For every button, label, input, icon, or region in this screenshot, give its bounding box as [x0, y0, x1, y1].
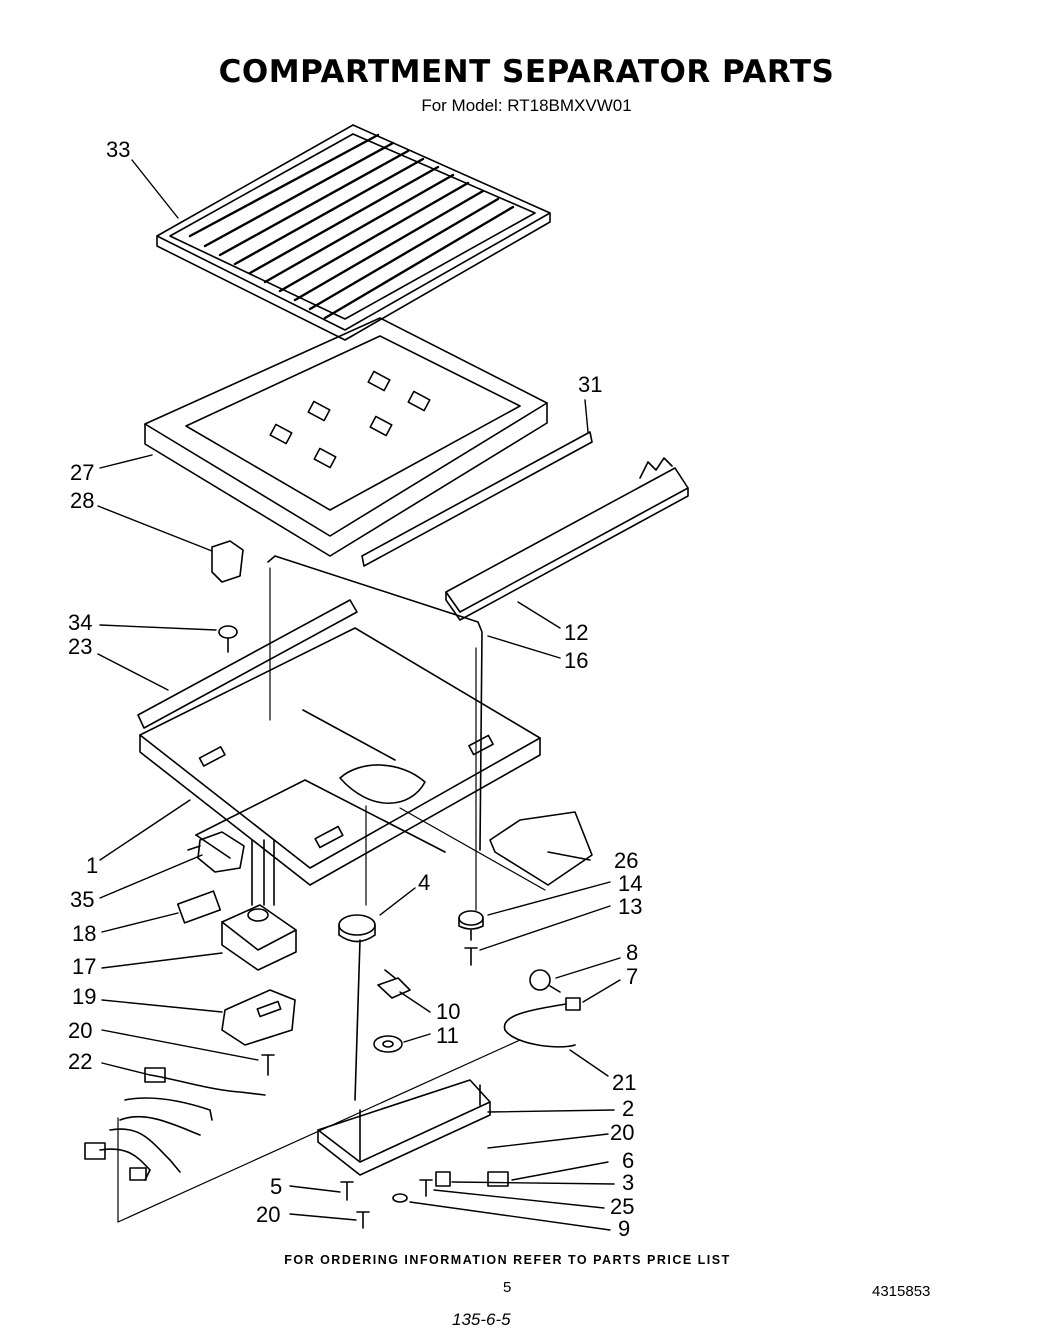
part-35-clip: [187, 831, 245, 873]
part-9-grommet: [392, 1193, 408, 1203]
page-number: 5: [503, 1279, 512, 1296]
callout-21: 21: [612, 1070, 636, 1095]
leader-lines: [97, 159, 621, 1231]
part-20-screw-lower: [356, 1211, 370, 1229]
callout-10: 10: [436, 999, 460, 1024]
callout-13: 13: [618, 894, 642, 919]
callout-6: 6: [622, 1148, 634, 1173]
callout-33: 33: [106, 137, 130, 162]
part-27-frame: [144, 317, 548, 557]
part-6-connector: [487, 1171, 509, 1187]
callout-18: 18: [72, 921, 96, 946]
handwritten-note: 135-6-5: [452, 1310, 511, 1329]
callout-5: 5: [270, 1174, 282, 1199]
callout-14: 14: [618, 871, 642, 896]
callout-4: 4: [418, 870, 430, 895]
callout-7: 7: [626, 964, 638, 989]
callout-1: 1: [86, 853, 98, 878]
part-22-harness: [84, 1067, 266, 1181]
part-11-washer: [373, 1035, 403, 1053]
part-3-switch: [435, 1171, 451, 1187]
part-31-strip: [361, 431, 593, 567]
callout-8: 8: [626, 940, 638, 965]
callout-17: 17: [72, 954, 96, 979]
callout-11: 11: [436, 1023, 459, 1048]
callout-20b: 20: [610, 1120, 634, 1145]
callout-28: 28: [70, 488, 94, 513]
callout-34: 34: [68, 610, 92, 635]
callout-20c: 20: [256, 1202, 280, 1227]
alignment-lines: [117, 567, 546, 1223]
callout-19: 19: [72, 984, 96, 1009]
diagram-title: COMPARTMENT SEPARATOR PARTS: [218, 54, 835, 90]
part-23-rail: [137, 599, 358, 729]
callout-26: 26: [614, 848, 638, 873]
part-13-screw: [464, 947, 478, 966]
model-subtitle: For Model: RT18BMXVW01: [421, 96, 632, 115]
part-20-screw: [261, 1054, 275, 1076]
part-5-screw: [340, 1181, 354, 1201]
callout-9: 9: [618, 1216, 630, 1241]
callout-20: 20: [68, 1018, 92, 1043]
callout-labels: 33 31 27 28 34 23 12 16 1 35 18 17 19 20…: [68, 137, 642, 1241]
part-25-screw: [419, 1179, 433, 1197]
callout-35: 35: [70, 887, 94, 912]
part-33-grille: [156, 124, 551, 341]
part-19-bracket: [221, 989, 296, 1046]
part-4-knob: [338, 914, 376, 1101]
callout-2: 2: [622, 1096, 634, 1121]
part-16-wire: [267, 555, 483, 851]
part-12-channel: [445, 457, 689, 621]
part-18-gasket: [176, 890, 222, 924]
part-34-bolt: [218, 625, 238, 653]
part-28-block: [211, 540, 244, 583]
callout-31: 31: [578, 372, 602, 397]
part-14-grommet: [458, 910, 484, 941]
part-10-switch: [377, 969, 411, 999]
callout-3: 3: [622, 1170, 634, 1195]
callout-27: 27: [70, 460, 94, 485]
callout-23: 23: [68, 634, 92, 659]
part-7-socket: [503, 997, 581, 1048]
ordering-info-footer: FOR ORDERING INFORMATION REFER TO PARTS …: [284, 1253, 731, 1267]
part-26-pad: [489, 811, 593, 886]
part-17-housing: [221, 839, 297, 971]
part-8-bulb: [529, 969, 561, 993]
callout-25: 25: [610, 1194, 634, 1219]
callout-22: 22: [68, 1049, 92, 1074]
callout-12: 12: [564, 620, 588, 645]
callout-16: 16: [564, 648, 588, 673]
part-2-housing: [317, 1079, 491, 1176]
part-1-separator: [137, 599, 541, 886]
document-number: 4315853: [872, 1283, 931, 1300]
